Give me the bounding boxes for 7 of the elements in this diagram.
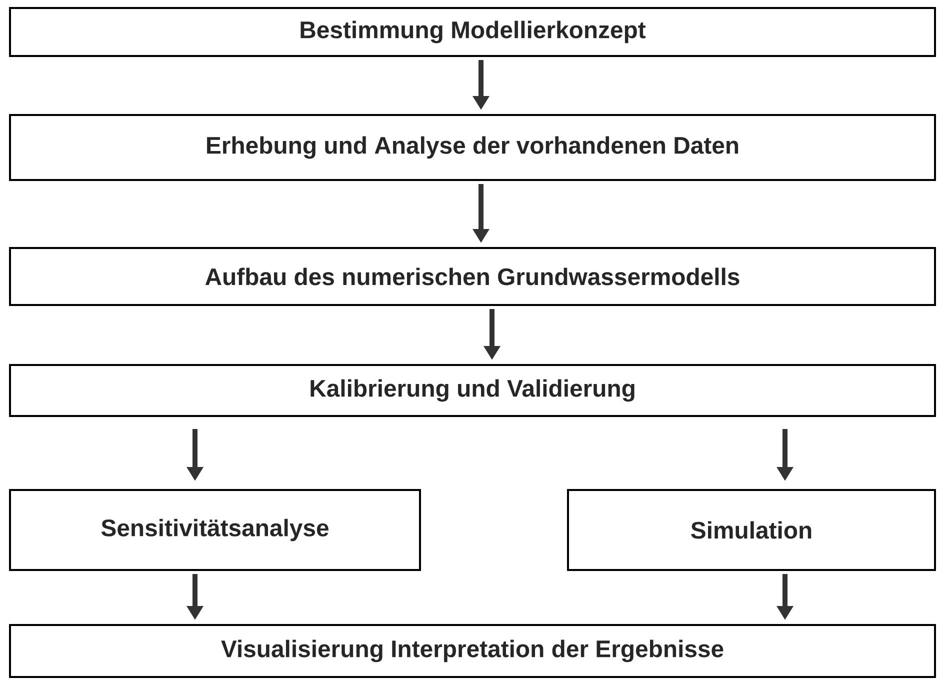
process-box: Simulation [567,489,936,571]
process-box: Bestimmung Modellierkonzept [9,7,936,57]
process-box: Aufbau des numerischen Grundwassermodells [9,247,936,306]
process-box: Sensitivitätsanalyse [9,489,421,571]
process-box: Erhebung und Analyse der vorhandenen Daten [9,114,936,181]
process-box: Kalibrierung und Validierung [9,364,936,417]
process-box: Visualisierung Interpretation der Ergebnisse [9,624,936,678]
